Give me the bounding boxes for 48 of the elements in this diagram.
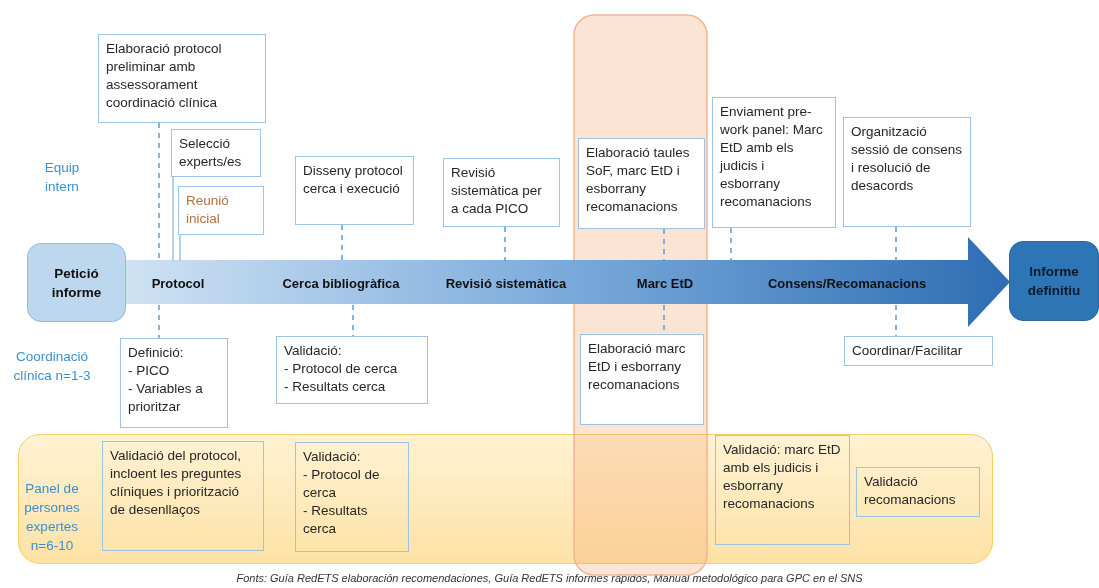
- box-text: - Variables a prioritzar: [128, 380, 204, 416]
- process-box: [295, 442, 409, 552]
- box-text: Validació:: [284, 342, 343, 360]
- connector-line: [172, 176, 174, 262]
- process-box: Revisió sistemàtica per a cada PICO: [443, 158, 560, 227]
- box-text: - PICO: [128, 362, 171, 380]
- source-caption: Fonts: Guía RedETS elaboración recomendaciones, Guía RedETS informes rápidos, Manual metodológico para GPC en el SNS: [235, 572, 864, 584]
- process-box: Reunió inicial: [178, 186, 264, 235]
- dashed-connector: [341, 224, 343, 262]
- dashed-connector: [730, 227, 732, 262]
- stage-label: Marc EtD: [636, 275, 694, 291]
- process-box: [120, 338, 228, 428]
- process-box: Validació recomanacions: [856, 467, 980, 517]
- process-arrow: [125, 237, 1010, 327]
- dashed-connector: [895, 304, 897, 337]
- process-box: Disseny protocol cerca i execució: [295, 156, 414, 225]
- connector-line: [179, 234, 181, 262]
- stage-label: Revisió sistemàtica: [445, 275, 567, 291]
- lane-label: Panel de persones expertes n=6-10: [23, 480, 81, 555]
- process-box: Validació: marc EtD amb els judicis i esborrany recomanacions: [715, 435, 850, 545]
- process-box: Elaboració taules SoF, marc EtD i esborrany recomanacions: [578, 138, 705, 229]
- box-text: Definició:: [128, 344, 185, 362]
- start-box: Petició informe: [27, 243, 126, 322]
- process-box: Elaboració marc EtD i esborrany recomanacions: [580, 334, 704, 425]
- process-box: Validació del protocol, incloent les preguntes clíniques i priorització de desenllaços: [102, 441, 264, 551]
- process-box: Elaboració protocol preliminar amb assessorament coordinació clínica: [98, 34, 266, 123]
- box-text: - Resultats cerca: [284, 378, 387, 396]
- dashed-connector: [504, 226, 506, 262]
- stage-label: Cerca bibliogràfica: [282, 275, 400, 291]
- box-text: - Protocol de cerca: [284, 360, 399, 378]
- dashed-connector: [895, 226, 897, 262]
- stage-label: Consens/Recomanacions: [767, 275, 927, 291]
- dashed-connector: [352, 304, 354, 337]
- process-box: [276, 336, 428, 404]
- process-box: Selecció experts/es: [171, 129, 261, 177]
- dashed-connector: [158, 304, 160, 339]
- box-text: Validació:: [303, 448, 362, 466]
- box-text: - Resultats cerca: [303, 502, 369, 538]
- panel-band: [18, 434, 993, 564]
- stage-label: Protocol: [151, 275, 205, 291]
- end-box: Informe definitiu: [1009, 241, 1099, 321]
- process-box: Organització sessió de consens i resolució de desacords: [843, 117, 971, 227]
- lane-label: Coordinació clínica n=1-3: [12, 348, 92, 385]
- lane-label: Equip intern: [43, 159, 81, 196]
- dashed-connector: [663, 228, 665, 262]
- box-text: - Protocol de cerca: [303, 466, 381, 502]
- process-box: Enviament pre-work panel: Marc EtD amb els judicis i esborrany recomanacions: [712, 97, 836, 228]
- process-box: Coordinar/Facilitar: [844, 336, 993, 366]
